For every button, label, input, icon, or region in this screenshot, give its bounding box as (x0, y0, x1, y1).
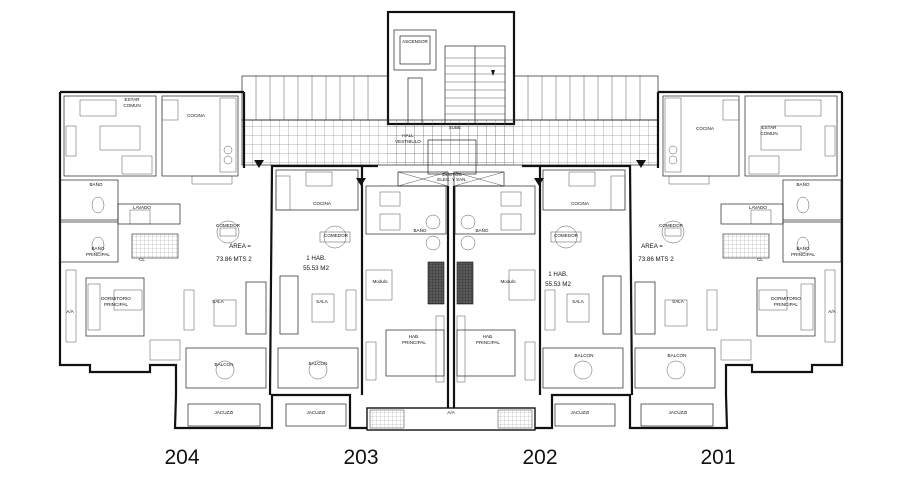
sala-label-203: SALA (316, 299, 329, 304)
bano-label-204: BAÑO (89, 181, 102, 187)
hall-label-2: VESTIBULO (395, 139, 421, 144)
sala-label-204: SALA (212, 299, 225, 304)
ductos-label: DUCTOS (442, 172, 461, 177)
aa-label-center: A/A (447, 410, 455, 415)
ascensor-label: ASCENSOR (402, 39, 428, 44)
cl-label-204: CL (139, 257, 145, 262)
cocina-label-203: COCINA (313, 201, 332, 206)
cl-label-201: CL (757, 257, 763, 262)
bano-principal-label-201b: PRINCIPAL (791, 252, 815, 257)
hab-principal-label-202: HAB. (483, 334, 494, 339)
hab-principal-label-203: HAB. (409, 334, 420, 339)
comun-label-201: COMUN (760, 131, 777, 136)
sala-label-201: SALA (672, 299, 685, 304)
comun-label-204: COMUN (123, 103, 140, 108)
unit-number-203: 203 (343, 446, 378, 469)
bano-label-203: BAÑO (413, 227, 426, 233)
bano-label-202: BAÑO (475, 227, 488, 233)
area-value-201: 73.86 MTS 2 (638, 256, 674, 263)
comedor-label-203: COMEDOR (324, 233, 349, 238)
bano-principal-label-201: BAÑO (796, 245, 809, 251)
unit-203-plan (275, 169, 447, 427)
cocina-label-204: COCINA (187, 113, 206, 118)
aa-label-204: A/A (66, 309, 74, 314)
estar-label-201: ESTAR (762, 125, 778, 130)
hab-label-203: 1 HAB. (306, 255, 326, 262)
sala-label-202: SALA (572, 299, 585, 304)
entry-markers (254, 160, 646, 186)
dormitorio-label-204b: PRINCIPAL (104, 302, 128, 307)
jacuzzi-label-204: JACUZZI (215, 410, 234, 415)
hab-label-202: 1 HAB. (548, 271, 568, 278)
dormitorio-label-204: DORMITORIO (101, 296, 131, 301)
bano-principal-label-204b: PRINCIPAL (86, 252, 110, 257)
dormitorio-label-201b: PRINCIPAL (774, 302, 798, 307)
modulo-label-203: Modulo (372, 279, 388, 284)
jacuzzi-label-201: JACUZZI (669, 410, 688, 415)
hall-label: HALL (402, 133, 414, 138)
lavado-label-204: LAVADO (133, 205, 151, 210)
cocina-label-201: COCINA (696, 126, 715, 131)
unit-number-204: 204 (164, 446, 199, 469)
unit-204-plan (59, 95, 267, 427)
area-value-204: 73.86 MTS 2 (216, 256, 252, 263)
dormitorio-label-201: DORMITORIO (771, 296, 801, 301)
area-label-204: AREA = (229, 243, 251, 250)
comedor-label-202: COMEDOR (554, 233, 579, 238)
cocina-label-202: COCINA (571, 201, 590, 206)
unit-202-plan (454, 169, 626, 427)
comedor-label-201: COMEDOR (659, 223, 684, 228)
bano-label-201: BAÑO (796, 181, 809, 187)
ductos-label-2: ELEC. Y SAN. (437, 177, 466, 182)
area-label-201: AREA = (641, 243, 663, 250)
jacuzzi-label-203: JACUZZI (307, 410, 326, 415)
lavado-label-201: LAVADO (749, 205, 767, 210)
modulo-label-202: Modulo (500, 279, 516, 284)
hab-area-202: 55.53 M2 (545, 281, 571, 288)
core (241, 10, 659, 175)
top-railings (241, 75, 659, 121)
jacuzzi-label-202: JACUZZI (571, 410, 590, 415)
balcon-label-204: BALCON (215, 362, 234, 367)
balcon-label-202: BALCON (575, 353, 594, 358)
hab-principal-label-203b: PRINCIPAL (402, 340, 426, 345)
unit-201-plan (634, 95, 842, 427)
unit-number-201: 201 (700, 446, 735, 469)
estar-label-204: ESTAR (125, 97, 141, 102)
unit-number-202: 202 (522, 446, 557, 469)
outer-walls (58, 90, 844, 431)
sube-label: SUBE (449, 125, 462, 130)
balcon-label-203: BALCON (309, 361, 328, 366)
central-shafts (369, 171, 533, 429)
hab-principal-label-202b: PRINCIPAL (476, 340, 500, 345)
aa-label-201: A/A (828, 309, 836, 314)
comedor-label-204: COMEDOR (216, 223, 241, 228)
bano-principal-label-204: BAÑO (91, 245, 104, 251)
hab-area-203: 55.53 M2 (303, 265, 329, 272)
balcon-label-201: BALCON (668, 353, 687, 358)
